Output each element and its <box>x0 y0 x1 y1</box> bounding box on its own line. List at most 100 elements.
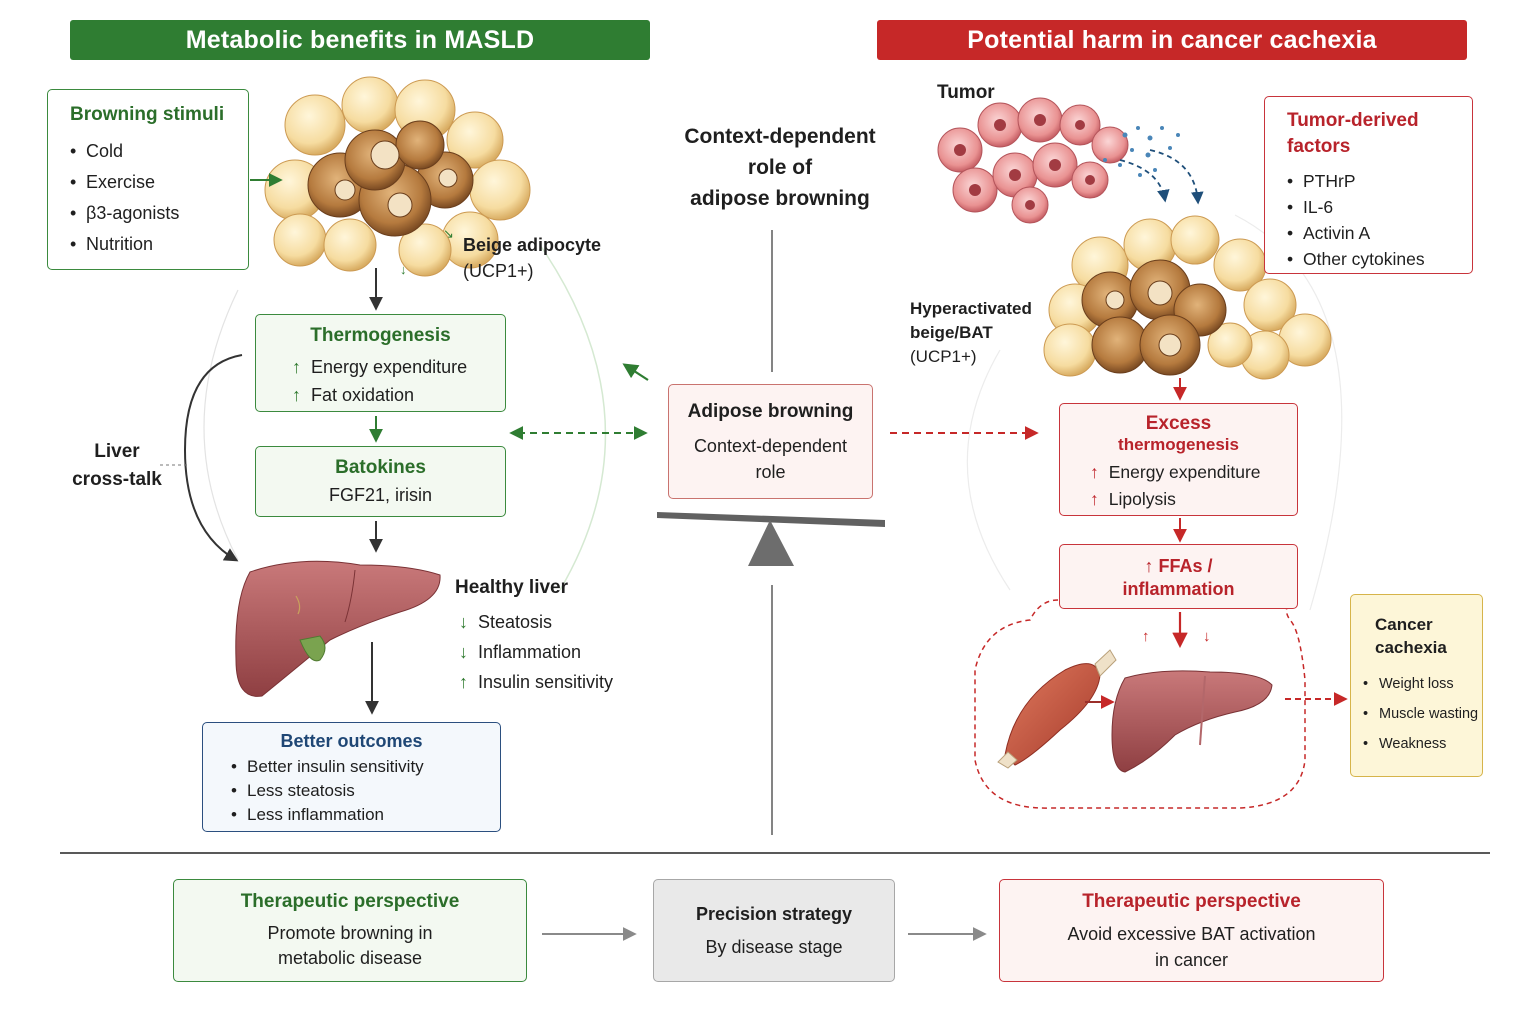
batokines-sub: FGF21, irisin <box>328 485 433 505</box>
better-outcomes-list: Better insulin sensitivity Less steatosi… <box>231 755 500 827</box>
tumor-factors-list: PTHrP IL-6 Activin A Other cytokines <box>1287 168 1472 272</box>
ffa-line2: inflammation <box>1122 579 1235 599</box>
list-item: Weight loss <box>1363 669 1482 699</box>
list-item: IL-6 <box>1287 194 1472 220</box>
excess-title1: Excess <box>1145 413 1212 434</box>
list-item: Less inflammation <box>231 803 500 827</box>
crosstalk-arrow <box>183 354 243 562</box>
muscle-icon <box>997 649 1117 769</box>
crosstalk-line1: Liver <box>94 441 140 462</box>
hyperactivated-line1: Hyperactivated <box>910 299 1032 318</box>
list-item: β3-agonists <box>70 198 248 229</box>
excess-item: Energy expenditure <box>1090 459 1297 486</box>
therapeutic-right-box: Therapeutic perspective Avoid excessive … <box>999 879 1384 982</box>
hyperactivated-sub: (UCP1+) <box>910 347 977 366</box>
crosstalk-line2: cross-talk <box>72 469 162 490</box>
balance-scale-icon <box>657 512 885 566</box>
beige-adipocyte-sub: (UCP1+) <box>463 261 534 281</box>
small-red-up-icon: ↑ <box>1142 628 1150 645</box>
browning-stimuli-list: Cold Exercise β3-agonists Nutrition <box>70 136 248 260</box>
browning-stimuli-title: Browning stimuli <box>70 104 225 125</box>
healthy-liver-item: Steatosis <box>459 607 613 637</box>
therapeutic-left-box: Therapeutic perspective Promote browning… <box>173 879 527 982</box>
better-outcomes-box: Better outcomes Better insulin sensitivi… <box>202 722 501 832</box>
right-banner: Potential harm in cancer cachexia <box>877 20 1467 60</box>
healthy-liver-label: Healthy liver Steatosis Inflammation Ins… <box>455 577 613 697</box>
precision-strategy-box: Precision strategy By disease stage <box>653 879 895 982</box>
beige-adipocyte-title: Beige adipocyte <box>463 235 602 255</box>
excess-thermogenesis-box: Excess thermogenesis Energy expenditure … <box>1059 403 1298 516</box>
browning-stimuli-box: Browning stimuli Cold Exercise β3-agonis… <box>47 89 249 270</box>
adipose-browning-box: Adipose browning Context-dependent role <box>668 384 873 499</box>
precision-strategy-title: Precision strategy <box>695 904 853 924</box>
secreted-factors-dots <box>1103 126 1180 177</box>
left-banner: Metabolic benefits in MASLD <box>70 20 650 60</box>
adipose-browning-title: Adipose browning <box>687 401 854 422</box>
cachexia-liver-icon <box>1111 670 1273 773</box>
list-item: Nutrition <box>70 229 248 260</box>
faint-arc-left <box>203 289 239 561</box>
therapeutic-left-title: Therapeutic perspective <box>240 891 460 912</box>
therapeutic-left-line: metabolic disease <box>277 948 423 968</box>
liver-crosstalk-label: Liver cross-talk <box>62 438 172 494</box>
beige-adipocyte-cluster-icon <box>264 76 531 277</box>
thermogenesis-item: Energy expenditure <box>292 353 505 381</box>
organ-enclosure <box>974 599 1306 809</box>
list-item: Less steatosis <box>231 779 500 803</box>
healthy-liver-item: Inflammation <box>459 637 613 667</box>
small-red-down-icon: ↓ <box>1203 628 1211 645</box>
ffa-line1: ↑ FFAs / <box>1144 556 1213 576</box>
precision-strategy-line: By disease stage <box>705 937 843 957</box>
cachexia-title: Cancer <box>1375 615 1433 634</box>
list-item: Exercise <box>70 167 248 198</box>
list-item: Muscle wasting <box>1363 699 1482 729</box>
small-green-down-icon: ↓ <box>400 262 407 277</box>
center-title-line: adipose browning <box>690 187 870 210</box>
tumor-cells-icon <box>937 97 1129 224</box>
tumor-signal-arrow-2 <box>1149 149 1204 205</box>
tumor-signal-arrow-1 <box>1119 159 1170 203</box>
cachexia-list: Weight loss Muscle wasting Weakness <box>1363 669 1482 759</box>
green-diagonal-arrow <box>622 363 649 381</box>
center-title-line: Context-dependent <box>684 125 876 148</box>
therapeutic-right-title: Therapeutic perspective <box>1082 891 1301 912</box>
tumor-factors-title: factors <box>1287 136 1351 157</box>
adipose-browning-line: Context-dependent <box>693 436 848 456</box>
center-title-line: role of <box>747 156 813 179</box>
list-item: PTHrP <box>1287 168 1472 194</box>
tumor-label: Tumor <box>937 82 995 103</box>
healthy-liver-title: Healthy liver <box>455 577 568 598</box>
beige-adipocyte-label: Beige adipocyte (UCP1+) <box>463 232 601 284</box>
thermogenesis-title: Thermogenesis <box>310 325 451 346</box>
list-item: Other cytokines <box>1287 246 1472 272</box>
batokines-title: Batokines <box>335 457 426 478</box>
list-item: Activin A <box>1287 220 1472 246</box>
therapeutic-right-line: in cancer <box>1154 950 1229 970</box>
hyperactivated-line2: beige/BAT <box>910 323 993 342</box>
tumor-factors-title: Tumor-derived <box>1287 110 1419 131</box>
list-item: Cold <box>70 136 248 167</box>
excess-item: Lipolysis <box>1090 486 1297 513</box>
small-green-arrow-icon: ↘ <box>443 226 454 241</box>
center-title: Context-dependent role of adipose browni… <box>660 121 900 214</box>
hyperactivated-bat-cluster-icon <box>1043 215 1332 380</box>
better-outcomes-title: Better outcomes <box>280 731 423 751</box>
faint-arc-right <box>966 349 1011 591</box>
therapeutic-left-line: Promote browning in <box>267 923 433 943</box>
tumor-factors-box: Tumor-derived factors PTHrP IL-6 Activin… <box>1264 96 1473 274</box>
faint-arc-left-green <box>539 244 607 591</box>
list-item: Weakness <box>1363 729 1482 759</box>
adipose-browning-line: role <box>755 462 786 482</box>
hyperactivated-label: Hyperactivated beige/BAT (UCP1+) <box>910 297 1032 369</box>
cachexia-title: cachexia <box>1375 638 1447 657</box>
batokines-box: Batokines FGF21, irisin <box>255 446 506 517</box>
cancer-cachexia-box: Cancer cachexia Weight loss Muscle wasti… <box>1350 594 1483 777</box>
excess-title2: thermogenesis <box>1118 435 1239 454</box>
healthy-liver-item: Insulin sensitivity <box>459 667 613 697</box>
thermogenesis-item: Fat oxidation <box>292 381 505 409</box>
healthy-liver-icon <box>235 560 441 697</box>
therapeutic-right-line: Avoid excessive BAT activation <box>1067 924 1316 944</box>
thermogenesis-box: Thermogenesis Energy expenditure Fat oxi… <box>255 314 506 412</box>
ffa-inflammation-box: ↑ FFAs / inflammation <box>1059 544 1298 609</box>
